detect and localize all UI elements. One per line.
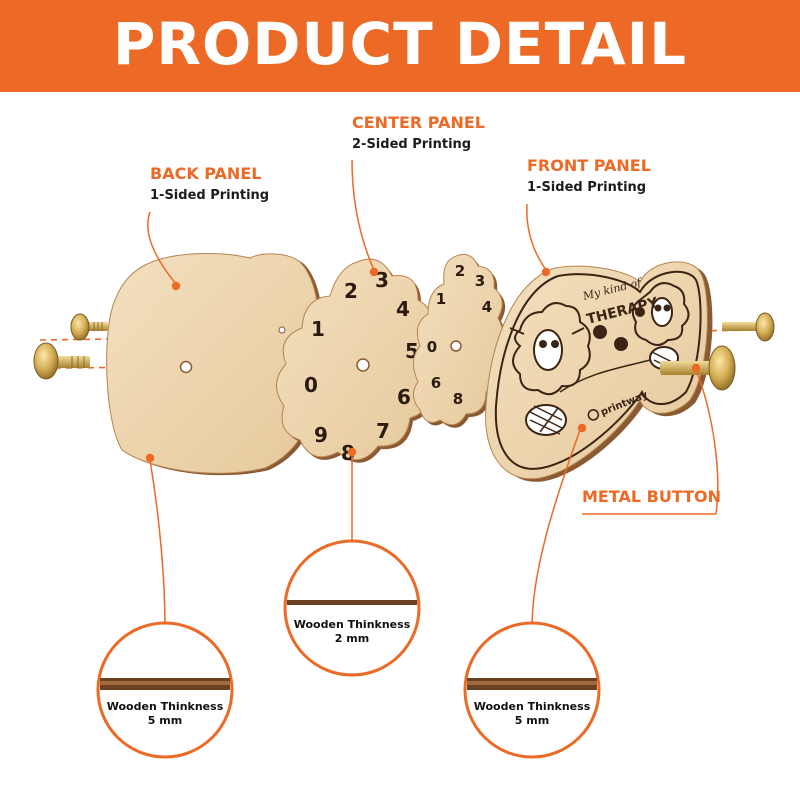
brass-screw-icon bbox=[33, 342, 90, 380]
dial-number-6: 6 bbox=[397, 385, 411, 409]
center-thickness-value: 2 mm bbox=[334, 632, 370, 645]
svg-text:0: 0 bbox=[427, 338, 437, 356]
metal-button-small bbox=[722, 312, 775, 342]
metal-button-large bbox=[660, 345, 736, 391]
svg-text:4: 4 bbox=[482, 298, 492, 316]
dial-number-4: 4 bbox=[396, 297, 410, 321]
front-panel-title: FRONT PANEL bbox=[527, 156, 651, 175]
dial-number-1: 1 bbox=[311, 317, 325, 341]
front-thickness-text: Wooden Thinkness 5 mm bbox=[467, 700, 597, 728]
front-thickness-value: 5 mm bbox=[514, 714, 550, 727]
back-panel-title: BACK PANEL bbox=[150, 164, 262, 183]
center-panel-dial: 0 1 2 3 4 5 6 7 8 9 bbox=[276, 258, 440, 465]
svg-text:6: 6 bbox=[431, 374, 441, 392]
svg-text:3: 3 bbox=[475, 272, 485, 290]
thickness-circle-center bbox=[283, 539, 421, 677]
callout-lines bbox=[145, 159, 719, 629]
center-thickness-label: Wooden Thinkness bbox=[293, 618, 411, 631]
thickness-circle-back bbox=[96, 621, 234, 759]
center-panel-title: CENTER PANEL bbox=[352, 113, 485, 132]
dial-number-3: 3 bbox=[375, 268, 389, 292]
svg-text:8: 8 bbox=[453, 390, 463, 408]
back-thickness-value: 5 mm bbox=[147, 714, 183, 727]
back-panel bbox=[106, 253, 324, 476]
dial-number-9: 9 bbox=[314, 423, 328, 447]
back-thickness-label: Wooden Thinkness bbox=[106, 700, 224, 713]
dial-number-2: 2 bbox=[344, 279, 358, 303]
svg-text:2: 2 bbox=[455, 262, 465, 280]
front-panel-subtitle: 1-Sided Printing bbox=[527, 180, 647, 195]
center-thickness-text: Wooden Thinkness 2 mm bbox=[287, 618, 417, 646]
back-thickness-text: Wooden Thinkness 5 mm bbox=[100, 700, 230, 728]
header-banner: PRODUCT DETAIL bbox=[0, 0, 800, 92]
page-title: PRODUCT DETAIL bbox=[112, 10, 688, 78]
back-panel-subtitle: 1-Sided Printing bbox=[150, 188, 270, 203]
dial-number-7: 7 bbox=[376, 419, 390, 443]
center-panel-subtitle: 2-Sided Printing bbox=[352, 137, 472, 152]
front-thickness-label: Wooden Thinkness bbox=[473, 700, 591, 713]
metal-button-title: METAL BUTTON bbox=[582, 487, 722, 506]
thickness-circle-front bbox=[463, 621, 601, 759]
center-panel-reverse-dial: 2 3 4 1 0 6 8 bbox=[413, 253, 507, 428]
brass-screw-icon bbox=[70, 313, 108, 341]
dial-number-0: 0 bbox=[304, 373, 318, 397]
svg-text:1: 1 bbox=[436, 290, 446, 308]
sheep-illustration-icon bbox=[509, 282, 690, 396]
